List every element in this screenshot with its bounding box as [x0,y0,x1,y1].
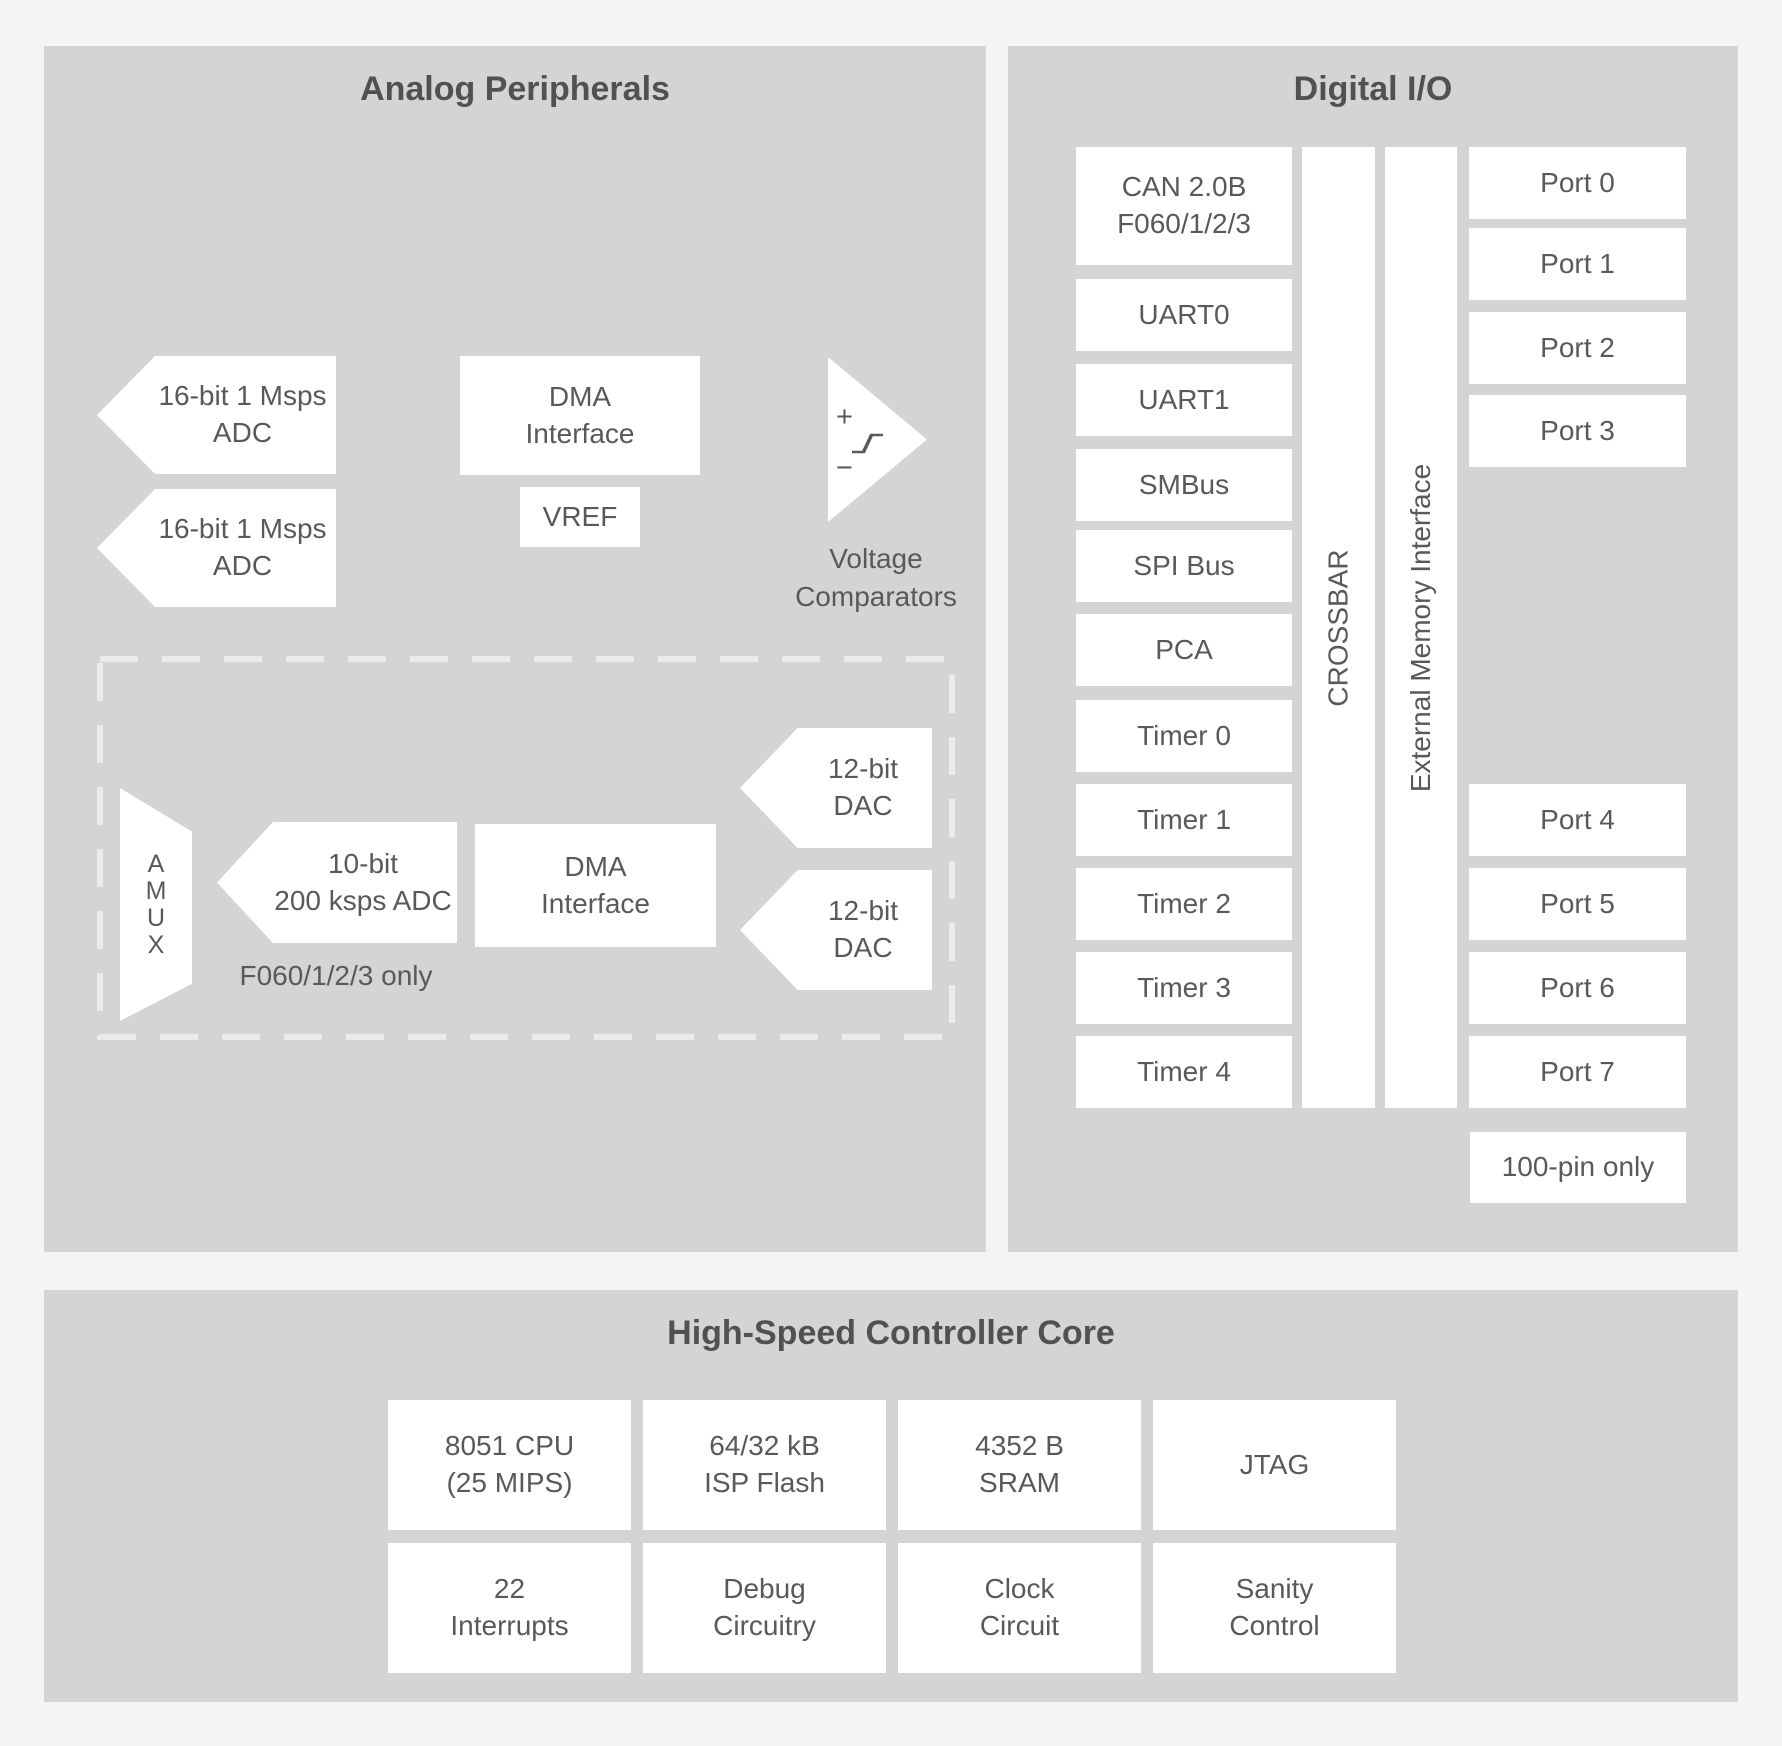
module-box-timer3: Timer 3 [1076,952,1292,1024]
dma-interface-box-optional: DMA Interface [475,824,716,947]
port3-label: Port 3 [1540,414,1615,446]
adc-16bit-label-1: 16-bit 1 Msps ADC [158,380,327,448]
module-label-uart0: UART0 [1138,298,1230,330]
module-box-timer2: Timer 2 [1076,868,1292,940]
analog-peripherals-panel: Analog Peripherals 16-bit 1 Msps ADC 16-… [44,46,986,1252]
dac-12bit-arrow-1: 12-bit DAC [740,728,932,848]
voltage-comparators-label: Voltage Comparators [795,543,957,612]
module-label-pca: PCA [1155,633,1213,665]
adc-16bit-label-2: 16-bit 1 Msps ADC [158,513,327,581]
dma-interface-label: DMA Interface [525,380,635,449]
amux-shape: A M U X [120,788,192,1021]
port4-label: Port 4 [1540,803,1615,835]
module-box-uart1: UART1 [1076,364,1292,436]
module-box-spibus: SPI Bus [1076,530,1292,602]
flash-label: 64/32 kB ISP Flash [704,1430,825,1498]
port0-box: Port 0 [1469,147,1686,219]
module-box-timer1: Timer 1 [1076,784,1292,856]
module-box-pca: PCA [1076,614,1292,686]
cpu-box: 8051 CPU (25 MIPS) [388,1400,631,1530]
module-label-timer3: Timer 3 [1137,971,1231,1003]
sanity-label: Sanity Control [1229,1573,1320,1641]
digital-panel-title: Digital I/O [1293,70,1453,108]
port5-label: Port 5 [1540,887,1615,919]
crossbar-label: CROSSBAR [1322,548,1354,707]
interrupts-box: 22 Interrupts [388,1543,631,1673]
interrupts-label: 22 Interrupts [450,1573,569,1641]
comparator-triangle: + − [828,357,927,522]
port0-label: Port 0 [1540,166,1615,198]
sram-label: 4352 B SRAM [975,1430,1064,1498]
module-label-can: CAN 2.0B F060/1/2/3 [1117,171,1251,239]
module-label-timer2: Timer 2 [1137,887,1231,919]
vref-box: VREF [520,487,640,547]
clock-box: Clock Circuit [898,1543,1141,1673]
external-memory-interface-bar: External Memory Interface [1385,147,1457,1108]
core-panel-title: High-Speed Controller Core [667,1314,1115,1352]
module-box-timer0: Timer 0 [1076,700,1292,772]
crossbar-bar: CROSSBAR [1302,147,1375,1108]
module-label-spibus: SPI Bus [1133,549,1235,581]
port7-box: Port 7 [1469,1036,1686,1108]
jtag-label: JTAG [1239,1448,1310,1480]
port4-box: Port 4 [1469,784,1686,856]
vref-label: VREF [542,500,618,532]
module-box-smbus: SMBus [1076,449,1292,521]
module-label-timer4: Timer 4 [1137,1055,1231,1087]
module-label-timer0: Timer 0 [1137,719,1231,751]
port6-label: Port 6 [1540,971,1615,1003]
port2-label: Port 2 [1540,331,1615,363]
port7-label: Port 7 [1540,1055,1615,1087]
module-label-smbus: SMBus [1138,468,1230,500]
port5-box: Port 5 [1469,868,1686,940]
port1-label: Port 1 [1540,247,1615,279]
dma-interface-box-analog: DMA Interface [460,356,700,475]
amux-label: A M U X [145,849,167,959]
jtag-box: JTAG [1153,1400,1396,1530]
analog-panel-title: Analog Peripherals [360,70,670,108]
pin-count-note-box: 100-pin only [1470,1132,1686,1203]
module-label-timer1: Timer 1 [1137,803,1231,835]
module-box-uart0: UART0 [1076,279,1292,351]
external-memory-interface-label: External Memory Interface [1405,463,1436,792]
dac-12bit-arrow-2: 12-bit DAC [740,870,932,990]
adc-16bit-arrow-1: 16-bit 1 Msps ADC [97,356,336,474]
dac-12bit-label-2: 12-bit DAC [827,895,899,963]
comparator-minus-sign: − [836,452,853,484]
sanity-box: Sanity Control [1153,1543,1396,1673]
f060-only-note: F060/1/2/3 only [239,960,433,991]
adc-10bit-arrow: 10-bit 200 ksps ADC [217,822,457,943]
dma-interface-label-optional: DMA Interface [541,850,650,919]
comparator-plus-sign: + [836,401,853,433]
sram-box: 4352 B SRAM [898,1400,1141,1530]
port1-box: Port 1 [1469,228,1686,300]
clock-label: Clock Circuit [979,1573,1060,1641]
core-grid: 8051 CPU (25 MIPS) 64/32 kB ISP Flash 43… [388,1400,1396,1673]
debug-box: Debug Circuitry [643,1543,886,1673]
port2-box: Port 2 [1469,312,1686,384]
cpu-label: 8051 CPU (25 MIPS) [444,1430,575,1498]
controller-core-panel: High-Speed Controller Core 8051 CPU (25 … [44,1290,1738,1702]
debug-label: Debug Circuitry [713,1573,816,1641]
adc-10bit-label: 10-bit 200 ksps ADC [274,847,452,916]
port6-box: Port 6 [1469,952,1686,1024]
digital-io-panel: Digital I/O CAN 2.0B F060/1/2/3 UART0 UA… [1008,46,1738,1252]
hysteresis-icon [852,433,883,454]
adc-16bit-arrow-2: 16-bit 1 Msps ADC [97,489,336,607]
pin-count-note-label: 100-pin only [1501,1151,1655,1183]
module-box-timer4: Timer 4 [1076,1036,1292,1108]
module-label-uart1: UART1 [1138,383,1230,415]
flash-box: 64/32 kB ISP Flash [643,1400,886,1530]
module-box-can: CAN 2.0B F060/1/2/3 [1076,147,1292,265]
port3-box: Port 3 [1469,395,1686,467]
dac-12bit-label-1: 12-bit DAC [827,753,899,821]
